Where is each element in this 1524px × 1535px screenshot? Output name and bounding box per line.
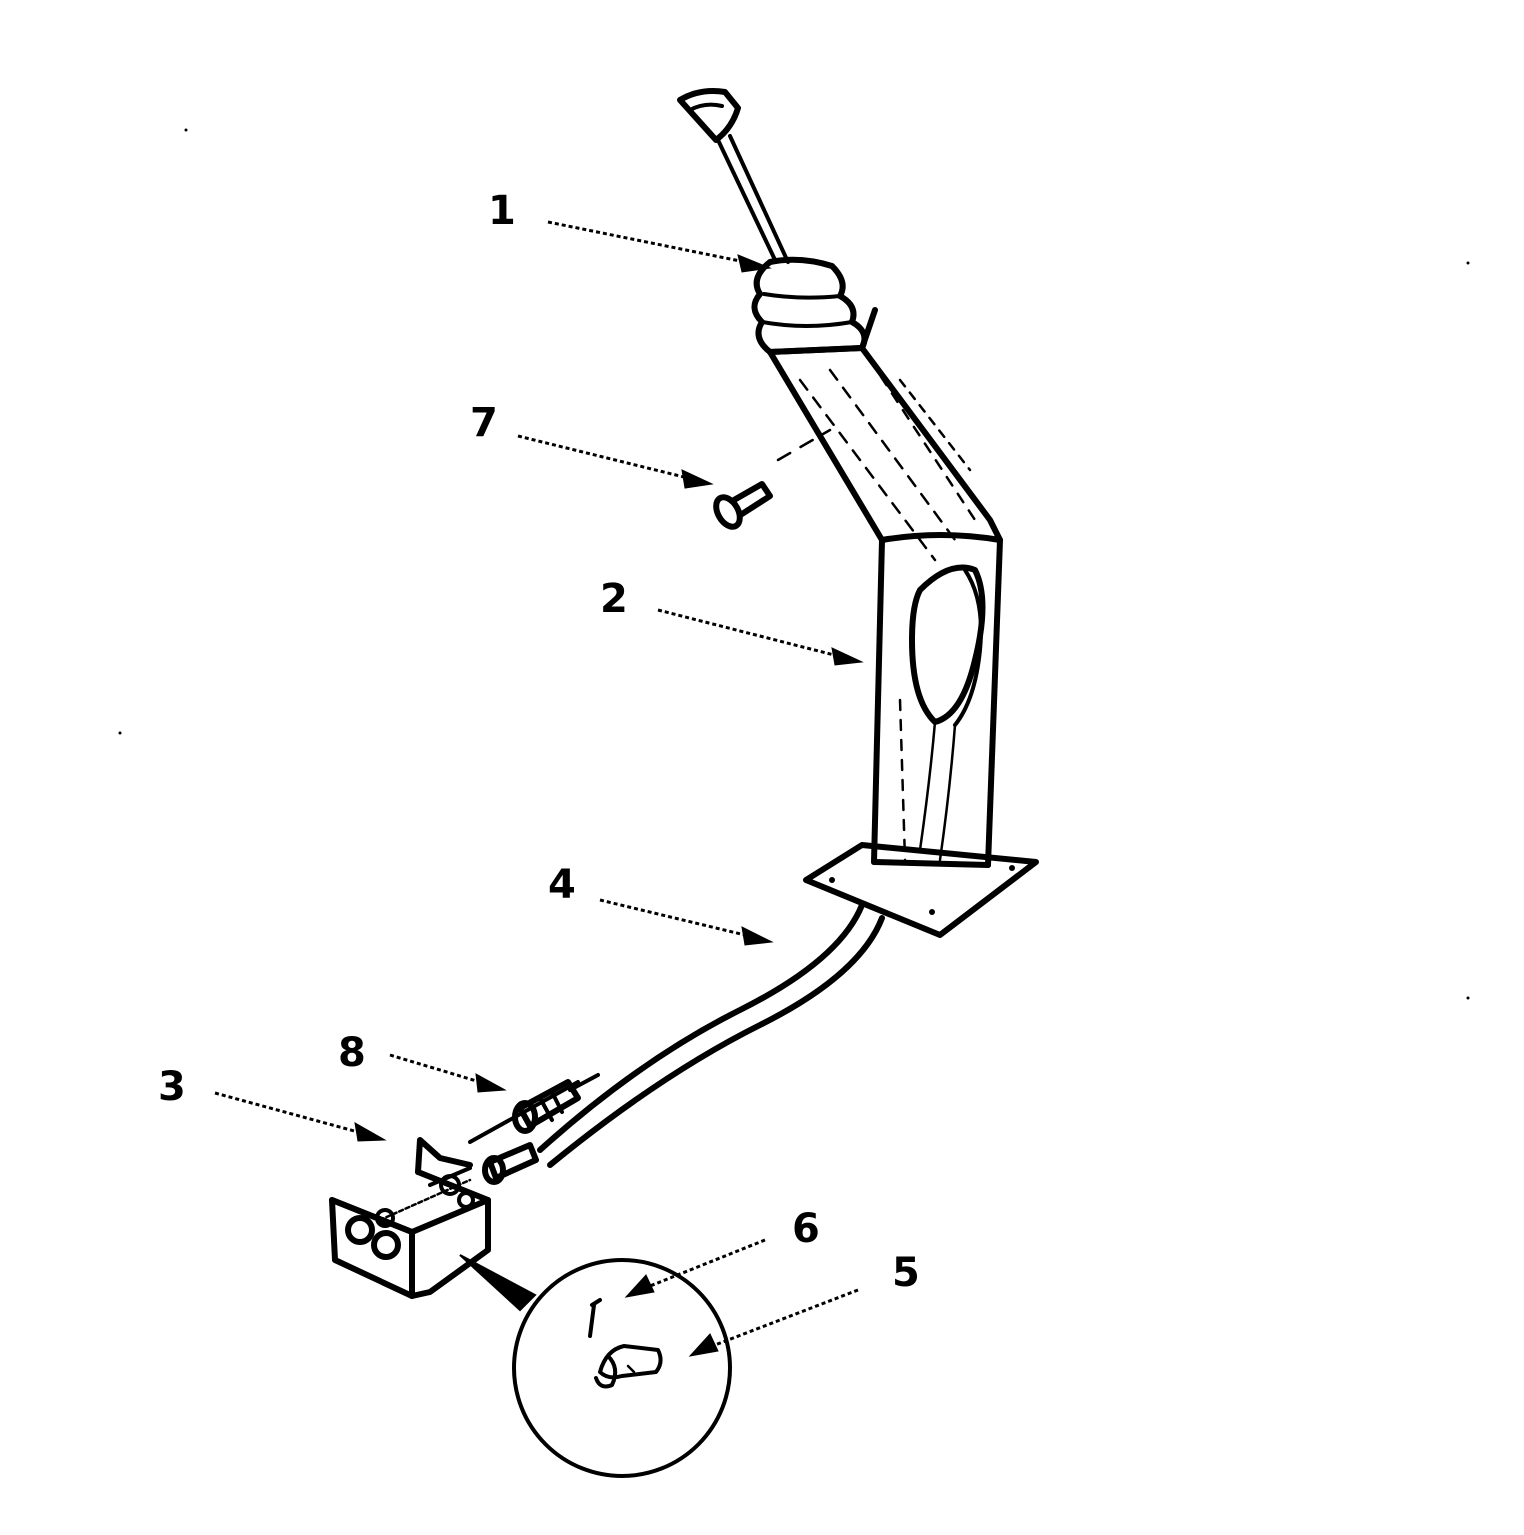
leader-lines — [214, 220, 864, 1357]
mounting-bracket — [329, 1137, 491, 1299]
callout-6: 6 — [792, 1206, 820, 1252]
callout-8: 8 — [338, 1030, 366, 1076]
leader-3 — [214, 1091, 359, 1134]
callout-4: 4 — [548, 862, 576, 908]
leader-6 — [649, 1238, 766, 1288]
shift-lever-assembly — [677, 88, 868, 355]
screw — [713, 428, 832, 530]
leader-7 — [517, 434, 689, 480]
leader-1 — [547, 220, 746, 264]
lever-housing-column — [767, 307, 1039, 938]
leader-5 — [714, 1288, 859, 1347]
leader-8 — [389, 1053, 481, 1084]
detail-view — [459, 1254, 732, 1478]
callout-5: 5 — [892, 1250, 920, 1296]
callout-7: 7 — [470, 400, 498, 446]
callout-2: 2 — [600, 576, 628, 622]
callout-labels: 1 2 3 4 5 6 7 8 — [158, 188, 920, 1296]
leader-2 — [657, 608, 839, 658]
scan-specks — [118, 128, 1470, 1000]
cable-fitting — [482, 1079, 581, 1185]
leader-4 — [599, 898, 746, 937]
callout-1: 1 — [488, 188, 516, 234]
control-cable — [468, 902, 885, 1168]
callout-3: 3 — [158, 1064, 186, 1110]
